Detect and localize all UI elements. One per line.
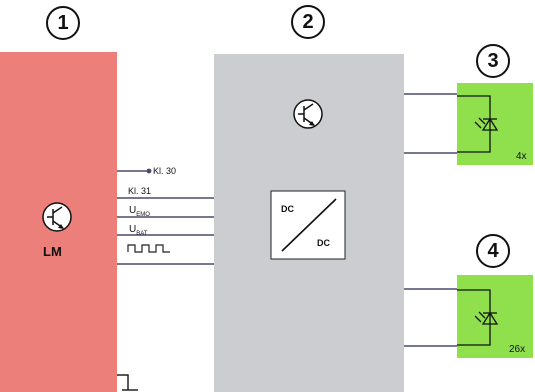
transistor-icon [42, 202, 72, 232]
kl31-label: Kl. 31 [128, 186, 152, 196]
square-wave-icon [127, 244, 170, 253]
lm-label: LM [43, 244, 62, 259]
u-emo-base: U [129, 205, 137, 216]
led-photodiode-icon [457, 95, 499, 153]
kl30-terminal [117, 168, 152, 174]
block-2-number: 2 [291, 5, 325, 39]
kl30-label: Kl. 30 [153, 166, 177, 176]
led-connection-lines [404, 93, 457, 347]
connection-lines [117, 197, 214, 265]
led-block-3 [457, 83, 533, 165]
block-3-number: 3 [476, 44, 510, 78]
u-bat-base: U [129, 224, 137, 235]
u-bat-label: UBAT [129, 224, 147, 237]
u-emo-sub: EMO [136, 212, 150, 218]
dc-bottom-label: DC [317, 238, 330, 248]
u-emo-label: UEMO [129, 205, 150, 218]
block-4-number: 4 [476, 234, 510, 268]
led-count-4: 26x [509, 344, 526, 355]
ground-icon [117, 374, 138, 391]
dc-dc-converter-icon [270, 190, 346, 260]
u-bat-sub: BAT [136, 231, 148, 237]
block-1-number: 1 [46, 6, 80, 40]
led-block-4 [457, 275, 533, 358]
transistor-icon-controller [293, 99, 323, 129]
dc-top-label: DC [281, 204, 294, 214]
led-count-3: 4x [516, 151, 527, 162]
led-photodiode-icon-4 [457, 289, 499, 346]
